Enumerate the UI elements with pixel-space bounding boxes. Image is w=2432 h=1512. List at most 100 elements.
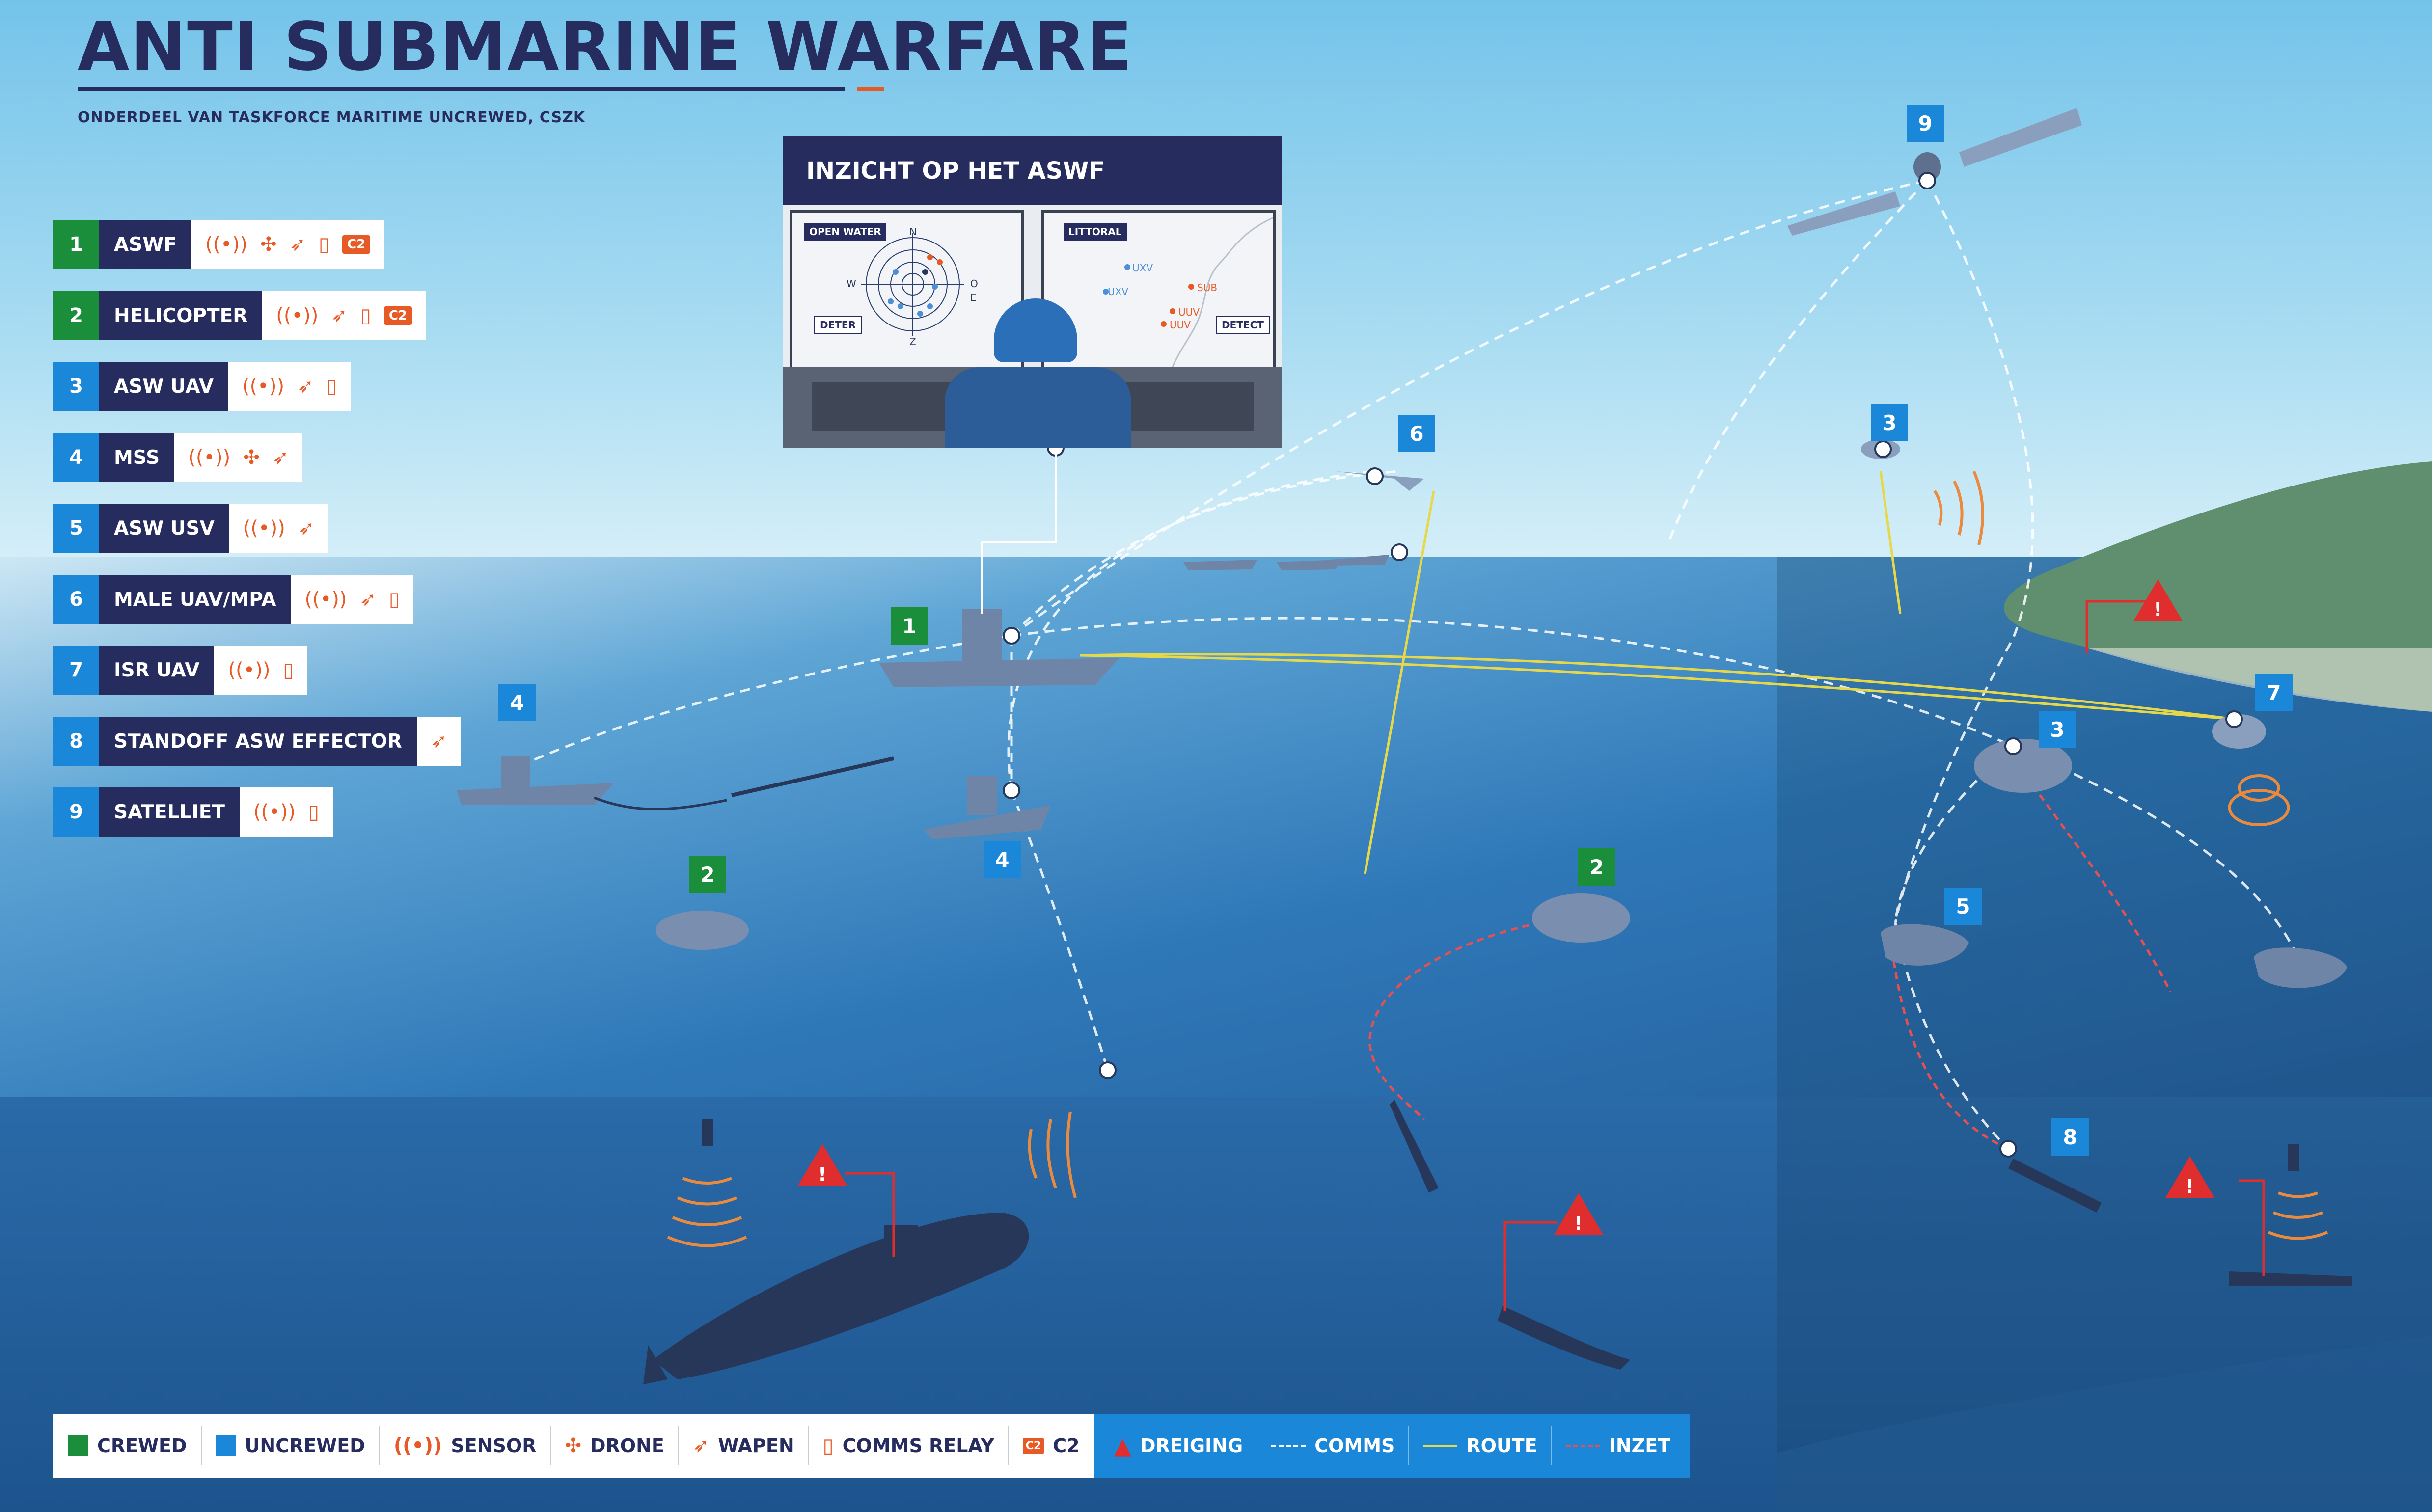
legend-label: HELICOPTER — [99, 291, 263, 340]
c2-icon: C2 — [342, 235, 371, 254]
screen-tag-littoral: LITTORAL — [1064, 223, 1127, 241]
inset-title: INZICHT OP HET ASWF — [783, 136, 1282, 205]
wapen-icon: ➶ — [289, 233, 306, 256]
submarine — [653, 1213, 1029, 1379]
screen-littoral: LITTORAL UXV UXV SUB UUV UUV DETECT — [1041, 210, 1276, 372]
label-sub: SUB — [1197, 282, 1218, 294]
aswf-frigate — [879, 658, 1120, 687]
c2-icon: C2 — [1022, 1437, 1044, 1454]
legend-number: 8 — [53, 717, 99, 766]
marker-4: 4 — [498, 684, 536, 721]
page-subtitle: ONDERDEEL VAN TASKFORCE MARITIME UNCREWE… — [78, 109, 586, 126]
deter-button: DETER — [814, 316, 862, 334]
enemy-torpedo — [1498, 1306, 1630, 1370]
compass-e: E — [970, 292, 977, 303]
compass-s: Z — [909, 336, 916, 348]
sensor-icon: ((•)) — [243, 517, 285, 540]
mss-ship-center — [923, 805, 1051, 839]
legend-comms-relay: ▯ COMMS RELAY — [822, 1434, 994, 1457]
legend-capabilities: ((•))▯ — [239, 787, 333, 837]
inzet-line-icon — [1565, 1444, 1600, 1447]
marker-4: 4 — [984, 841, 1021, 878]
bottom-legend-white: CREWED UNCREWED ((•)) SENSOR ✣ DRONE ➶ W… — [53, 1414, 1094, 1478]
label-uxv: UXV — [1132, 262, 1153, 274]
console-panel — [1126, 382, 1254, 431]
satellite — [1787, 191, 1900, 236]
wapen-icon: ➶ — [331, 304, 348, 327]
legend-number: 9 — [53, 787, 99, 837]
legend-label: MALE UAV/MPA — [99, 575, 291, 624]
compass-o: O — [970, 278, 978, 290]
sea-surface — [0, 557, 2432, 1097]
legend-crewed: CREWED — [68, 1435, 187, 1457]
legend-label: STANDOFF ASW EFFECTOR — [99, 717, 417, 766]
title-underline-short — [815, 87, 845, 91]
operator-body — [945, 367, 1131, 448]
mss-ship-left — [457, 783, 614, 805]
legend-capabilities: ((•))✣➶▯C2 — [191, 220, 384, 269]
title-underline-accent — [857, 87, 884, 91]
legend-number: 5 — [53, 504, 99, 553]
sensor-icon: ((•)) — [242, 375, 285, 398]
helicopter-right — [1532, 893, 1630, 943]
comms-relay-icon: ▯ — [308, 801, 319, 823]
marker-2: 2 — [1578, 848, 1615, 886]
threat-mark: ! — [2186, 1176, 2194, 1197]
label-uxv: UXV — [1108, 286, 1129, 297]
wapen-icon: ➶ — [359, 588, 377, 611]
threat-triangle — [2133, 579, 2183, 621]
comms-line-icon — [1271, 1444, 1306, 1447]
marker-5: 5 — [1944, 888, 1982, 925]
legend-label: MSS — [99, 433, 175, 482]
page-title: ANTI SUBMARINE WARFARE — [78, 8, 1133, 86]
legend-wapen: ➶ WAPEN — [692, 1434, 794, 1457]
legend-label: SATELLIET — [99, 787, 240, 837]
label-uuv: UUV — [1178, 306, 1200, 318]
comms-relay-icon: ▯ — [360, 304, 371, 327]
drone-icon: ✣ — [565, 1434, 581, 1457]
legend-capabilities: ((•))➶ — [229, 504, 328, 553]
detect-button: DETECT — [1216, 316, 1270, 334]
threat-triangle — [2165, 1156, 2214, 1198]
legend-label: ISR UAV — [99, 646, 215, 695]
wapen-icon: ➶ — [297, 375, 314, 398]
marker-3: 3 — [1871, 404, 1908, 441]
legend-number: 2 — [53, 291, 99, 340]
compass-w: W — [847, 278, 856, 290]
marker-7: 7 — [2255, 674, 2293, 711]
legend-capabilities: ((•))✣➶ — [174, 433, 303, 482]
screen-open-water: OPEN WATER N W O E Z DETER — [790, 210, 1024, 372]
legend-label: ASW UAV — [99, 362, 229, 411]
comms-relay-icon: ▯ — [822, 1434, 834, 1457]
sensor-icon: ((•)) — [228, 659, 271, 681]
legend-c2: C2 C2 — [1022, 1435, 1080, 1457]
wapen-icon: ➶ — [692, 1434, 710, 1457]
legend-number: 4 — [53, 433, 99, 482]
sensor-icon: ((•)) — [276, 304, 319, 327]
isr-uav — [2212, 714, 2266, 749]
route-line-icon — [1423, 1444, 1458, 1447]
threat-mark: ! — [2154, 599, 2162, 621]
sensor-icon: ((•)) — [205, 233, 247, 256]
compass-n: N — [909, 226, 917, 238]
male-uav — [1336, 471, 1483, 491]
legend-comms: COMMS — [1271, 1435, 1394, 1457]
legend-route: ROUTE — [1423, 1435, 1537, 1457]
bottom-legend-blue: ▲ DREIGING COMMS ROUTE INZET — [1094, 1414, 1691, 1478]
uncrewed-swatch — [215, 1435, 236, 1456]
legend-capabilities: ((•))➶▯ — [291, 575, 414, 624]
c2-icon: C2 — [383, 306, 412, 325]
legend-uncrewed: UNCREWED — [215, 1435, 365, 1457]
marker-3: 3 — [2039, 711, 2076, 748]
legend-capabilities: ((•))➶▯ — [228, 362, 351, 411]
marker-2: 2 — [689, 856, 726, 893]
wapen-icon: ➶ — [272, 446, 289, 469]
